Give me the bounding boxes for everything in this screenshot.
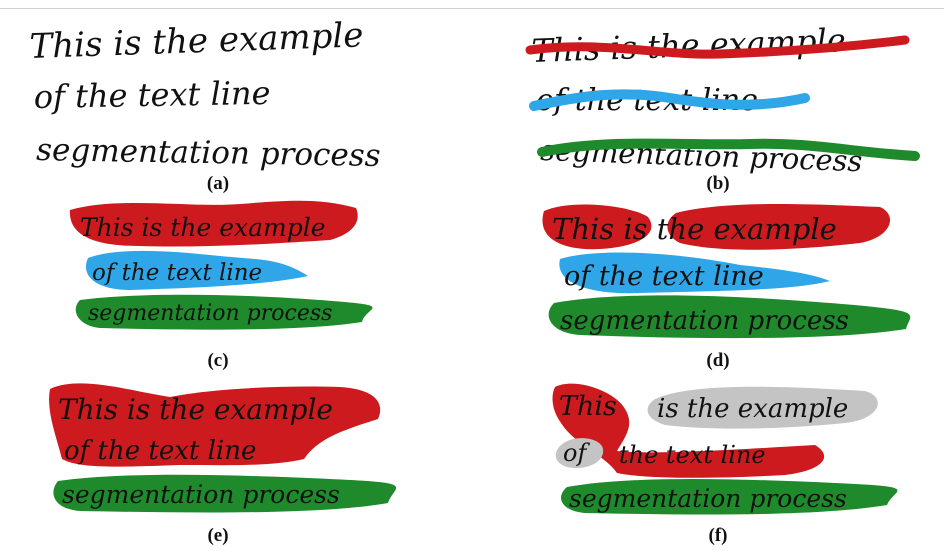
caption-d: (d) bbox=[706, 350, 730, 371]
red-line-region-part-1 bbox=[542, 204, 652, 250]
red-line-region-part-2 bbox=[667, 204, 891, 250]
handwriting-line-2: of the text line bbox=[92, 260, 262, 286]
handwriting-f-is-the-example: is the example bbox=[657, 394, 848, 424]
red-line-region bbox=[552, 383, 825, 478]
panel-e: This is the example of the text line seg… bbox=[40, 375, 410, 525]
caption-a: (a) bbox=[206, 173, 230, 194]
panel-b-image: This is the example of the text line seg… bbox=[525, 21, 920, 178]
handwriting-line-1: This is the example bbox=[80, 213, 326, 242]
handwriting-line-3: segmentation process bbox=[36, 132, 381, 174]
handwriting-line-1: This is the example bbox=[552, 212, 837, 246]
caption-b: (b) bbox=[706, 173, 730, 194]
green-line-region bbox=[75, 294, 373, 330]
green-text-line-path bbox=[537, 138, 920, 161]
panel-b: This is the example of the text line seg… bbox=[520, 20, 930, 178]
top-rule bbox=[0, 8, 944, 9]
caption-f: (f) bbox=[708, 525, 728, 546]
handwriting-line-1: This is the example bbox=[29, 15, 364, 67]
handwriting-line-2: of the text line bbox=[64, 436, 256, 466]
blue-line-region bbox=[559, 252, 830, 294]
panel-f-image: This is the example of the text line seg… bbox=[552, 383, 898, 515]
panel-d: This is the example of the text line seg… bbox=[530, 195, 920, 345]
red-merged-line-region bbox=[49, 383, 381, 467]
handwriting-line-2: of the text line bbox=[564, 261, 764, 292]
handwriting-f-this: This bbox=[559, 391, 617, 422]
green-line-region bbox=[548, 295, 911, 339]
green-line-region bbox=[561, 479, 898, 515]
handwriting-line-2: of the text line bbox=[33, 74, 270, 116]
panel-f: This is the example of the text line seg… bbox=[545, 375, 905, 525]
handwriting-line-3: segmentation process bbox=[560, 306, 849, 336]
handwriting-f-the-text-line: the text line bbox=[619, 441, 766, 469]
caption-e: (e) bbox=[207, 525, 229, 546]
panel-a-image: This is the example of the text line seg… bbox=[29, 15, 381, 174]
handwriting-line-1: This is the example bbox=[58, 393, 333, 426]
panel-c: This is the example of the text line seg… bbox=[60, 190, 380, 340]
red-line-region bbox=[69, 200, 358, 247]
caption-c: (c) bbox=[207, 350, 229, 371]
red-text-line-path bbox=[525, 35, 910, 59]
blue-line-region bbox=[85, 250, 308, 290]
handwriting-line-3: segmentation process bbox=[88, 301, 332, 326]
gray-line-region-1 bbox=[647, 386, 878, 429]
green-line-region bbox=[53, 474, 397, 513]
panel-e-image: This is the example of the text line seg… bbox=[49, 383, 397, 513]
handwriting-f-of: of bbox=[563, 439, 590, 467]
handwriting-line-3: segmentation process bbox=[62, 480, 340, 509]
panel-c-image: This is the example of the text line seg… bbox=[69, 200, 373, 330]
gray-line-region-2 bbox=[555, 438, 604, 469]
panel-a: This is the example of the text line seg… bbox=[20, 15, 420, 174]
handwriting-line-3: segmentation process bbox=[569, 484, 847, 513]
panel-d-image: This is the example of the text line seg… bbox=[542, 204, 911, 339]
blue-text-line-path bbox=[529, 89, 810, 111]
